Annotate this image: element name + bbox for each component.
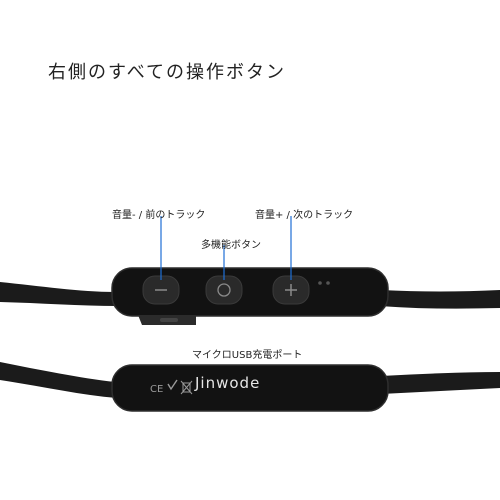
certification-check-icon [167, 379, 178, 391]
lower-cable [0, 362, 117, 398]
callout-volume-plus: 音量+ / 次のトラック [255, 210, 354, 221]
weee-bin-icon [180, 380, 193, 395]
multifunction-icon [217, 283, 231, 297]
brand-logo: Jinwode [195, 374, 261, 392]
heading: 右側のすべての操作ボタン [48, 62, 287, 83]
callout-multi-function: 多機能ボタン [201, 240, 261, 251]
multifunction-button [205, 275, 243, 305]
led-indicator-icon [318, 281, 322, 285]
ce-mark-icon: CE [150, 384, 163, 395]
remote-body [111, 267, 389, 317]
remote-back-body [111, 364, 389, 412]
callout-volume-minus: 音量- / 前のトラック [112, 210, 206, 221]
upper-cable [0, 282, 118, 306]
callout-usb-port: マイクロUSB充電ポート [192, 350, 303, 361]
